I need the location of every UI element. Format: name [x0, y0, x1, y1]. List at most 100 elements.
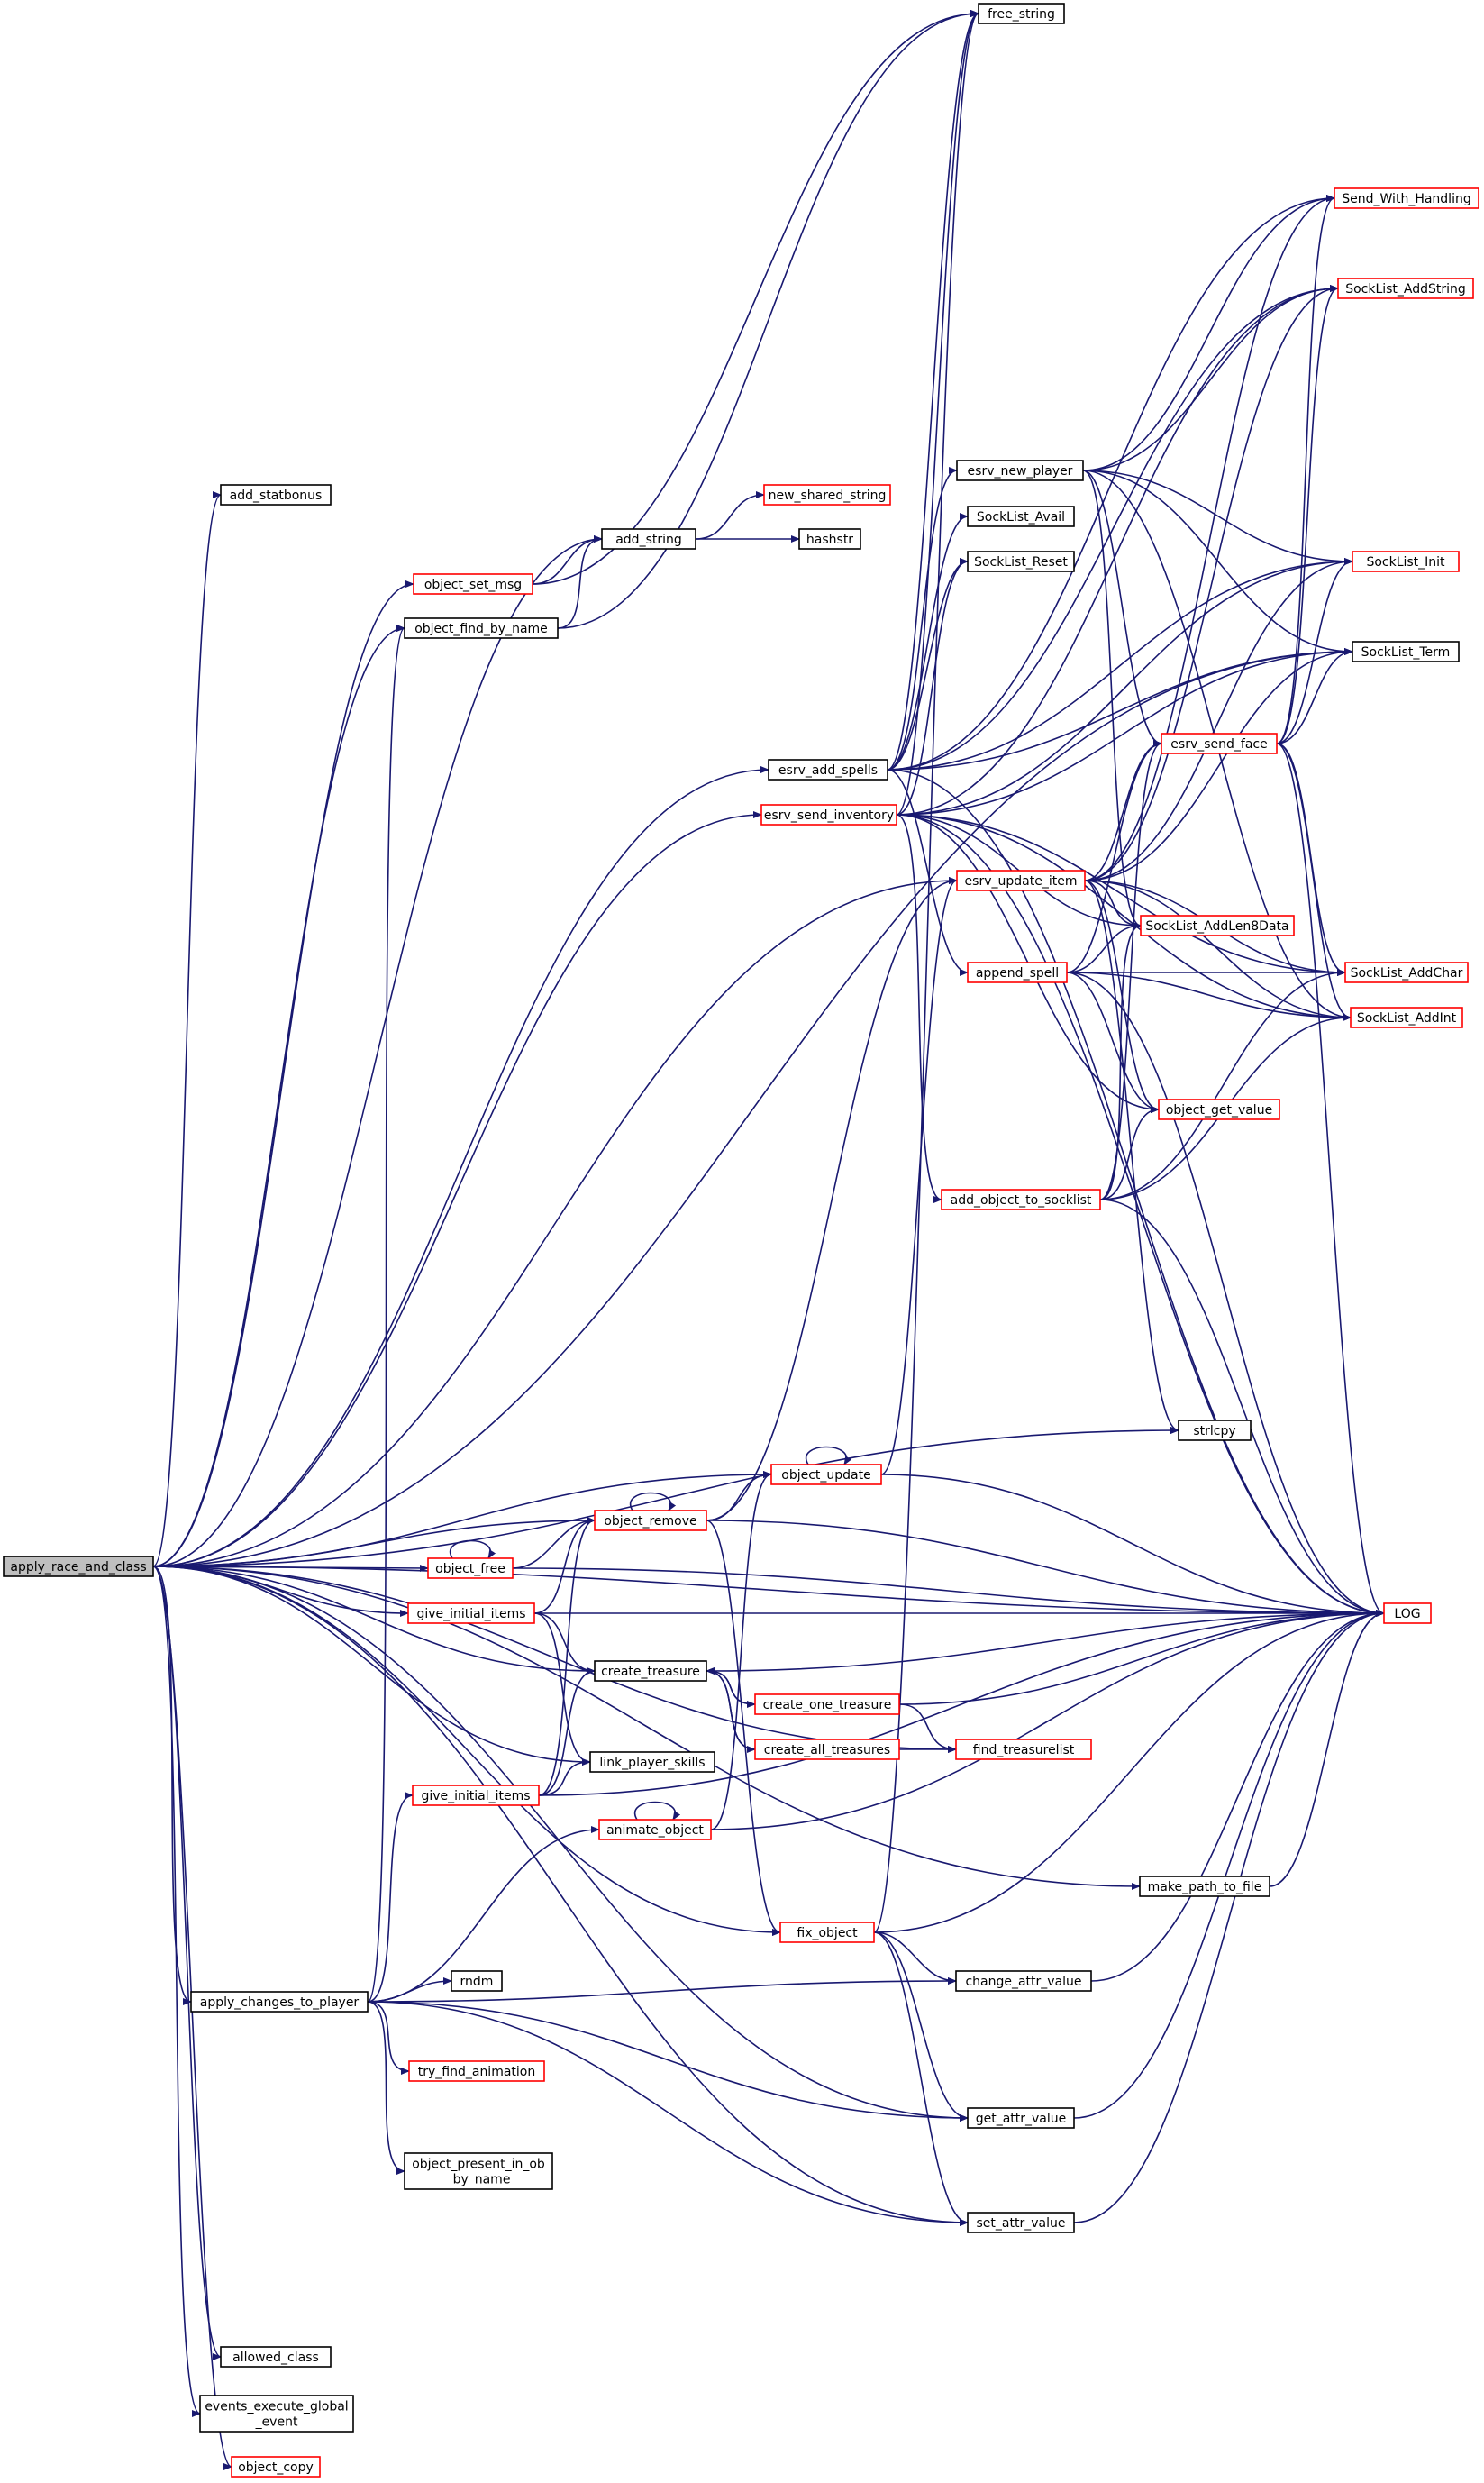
node-label: LOG [1394, 1607, 1420, 1621]
node-create-treasure[interactable]: create_treasure [594, 1660, 707, 1682]
edge-give_initial_items_1-to-object_remove [533, 1517, 596, 1614]
node-object-set-msg[interactable]: object_set_msg [413, 573, 533, 595]
edge-give_initial_items_2-to-link_player_skills [538, 1758, 591, 1796]
node-Send-With-Handling[interactable]: Send_With_Handling [1334, 187, 1479, 209]
edge-esrv_add_spells-to-SockList_Reset [887, 558, 969, 771]
node-create-one-treasure[interactable]: create_one_treasure [754, 1693, 900, 1715]
node-box [427, 1557, 514, 1579]
node-apply-changes-to-player[interactable]: apply_changes_to_player [190, 1991, 369, 2013]
node-box [231, 2456, 321, 2478]
node-box [589, 1751, 715, 1773]
node-SockList-Init[interactable]: SockList_Init [1352, 551, 1460, 572]
edge-esrv_send_inventory-to-SockList_Init [896, 558, 1353, 816]
edge-change_attr_value-to-LOG [1090, 1610, 1385, 1982]
node-esrv-new-player[interactable]: esrv_new_player [956, 460, 1084, 481]
node-label: apply_changes_to_player [200, 1995, 360, 2010]
node-object-copy[interactable]: object_copy [231, 2456, 321, 2478]
node-box [412, 1785, 540, 1806]
edge-layer [152, 10, 1385, 2470]
node-create-all-treasures[interactable]: create_all_treasures [754, 1739, 900, 1760]
node-append-spell[interactable]: append_spell [967, 962, 1068, 983]
edge-create_one_treasure-to-create_treasure [706, 1667, 756, 1705]
node-label: esrv_send_inventory [764, 808, 894, 823]
edge-apply_race_and_class-to-strlcpy [152, 1427, 1179, 1567]
edge-object_free-self-loop [449, 1539, 496, 1559]
node-fix-object[interactable]: fix_object [779, 1922, 875, 1943]
node-add-string[interactable]: add_string [601, 528, 696, 550]
node-animate-object[interactable]: animate_object [598, 1819, 712, 1840]
node-LOG[interactable]: LOG [1383, 1602, 1432, 1624]
edge-esrv_add_spells-to-SockList_Term [887, 648, 1353, 771]
node-new-shared-string[interactable]: new_shared_string [763, 484, 891, 506]
node-esrv-send-inventory[interactable]: esrv_send_inventory [760, 804, 897, 826]
node-object-update[interactable]: object_update [770, 1464, 882, 1485]
node-SockList-AddString[interactable]: SockList_AddString [1337, 278, 1474, 299]
edge-append_spell-to-LOG [1066, 972, 1385, 1617]
node-apply-race-and-class[interactable]: apply_race_and_class [3, 1556, 154, 1577]
node-label: _by_name [446, 2173, 511, 2187]
node-free-string[interactable]: free_string [978, 3, 1065, 24]
node-object-remove[interactable]: object_remove [594, 1510, 707, 1531]
node-SockList-Reset[interactable]: SockList_Reset [967, 551, 1075, 572]
edge-add_object_to_socklist-to-LOG [1099, 1199, 1385, 1617]
edge-add_string-to-new_shared_string [695, 491, 765, 540]
node-SockList-AddInt[interactable]: SockList_AddInt [1350, 1007, 1463, 1028]
node-rndm[interactable]: rndm [451, 1970, 503, 1992]
node-label: SockList_AddString [1345, 282, 1466, 297]
node-box [779, 1922, 875, 1943]
node-SockList-Term[interactable]: SockList_Term [1352, 641, 1460, 662]
edge-esrv_send_inventory-to-add_object_to_socklist [896, 814, 942, 1203]
node-set-attr-value[interactable]: set_attr_value [967, 2212, 1075, 2233]
node-box [955, 1970, 1092, 1992]
node-label: events_execute_global [205, 2400, 348, 2415]
node-events-execute-global-event[interactable]: events_execute_global_event [199, 2395, 354, 2433]
edge-object_update-self-loop [805, 1446, 852, 1465]
node-label: create_treasure [601, 1665, 700, 1679]
node-change-attr-value[interactable]: change_attr_value [955, 1970, 1092, 1992]
edge-apply_changes_to_player-to-rndm [367, 1977, 452, 2003]
node-object-present-in-ob-by-name[interactable]: object_present_in_ob_by_name [404, 2152, 553, 2190]
edge-apply_race_and_class-to-apply_changes_to_player [152, 1566, 192, 2005]
node-label: object_remove [604, 1514, 696, 1529]
node-add-object-to-socklist[interactable]: add_object_to_socklist [941, 1189, 1101, 1210]
node-SockList-AddChar[interactable]: SockList_AddChar [1344, 962, 1469, 983]
node-box [220, 2346, 332, 2368]
node-esrv-update-item[interactable]: esrv_update_item [956, 870, 1086, 891]
node-object-free[interactable]: object_free [427, 1557, 514, 1579]
edge-object_update-to-LOG [880, 1474, 1385, 1617]
node-SockList-Avail[interactable]: SockList_Avail [967, 506, 1075, 527]
edge-esrv_send_face-to-LOG [1276, 743, 1385, 1617]
edge-animate_object-self-loop [633, 1801, 681, 1821]
node-make-path-to-file[interactable]: make_path_to_file [1139, 1876, 1270, 1897]
node-try-find-animation[interactable]: try_find_animation [408, 2060, 545, 2082]
node-find-treasurelist[interactable]: find_treasurelist [955, 1739, 1092, 1760]
edge-create_one_treasure-to-find_treasurelist [898, 1703, 957, 1753]
node-box [404, 2152, 553, 2190]
node-SockList-AddLen8Data[interactable]: SockList_AddLen8Data [1140, 915, 1295, 936]
node-label: rndm [460, 1975, 494, 1989]
node-label: make_path_to_file [1148, 1880, 1262, 1894]
node-give-initial-items-1[interactable]: give_initial_items [407, 1602, 535, 1624]
node-allowed-class[interactable]: allowed_class [220, 2346, 332, 2368]
node-esrv-add-spells[interactable]: esrv_add_spells [768, 759, 888, 781]
node-add-statbonus[interactable]: add_statbonus [220, 484, 332, 506]
node-strlcpy[interactable]: strlcpy [1178, 1420, 1252, 1441]
node-esrv-send-face[interactable]: esrv_send_face [1161, 733, 1278, 754]
edge-esrv_send_inventory-to-free_string [896, 10, 979, 816]
node-hashstr[interactable]: hashstr [798, 528, 861, 550]
node-give-initial-items-2[interactable]: give_initial_items [412, 1785, 540, 1806]
node-link-player-skills[interactable]: link_player_skills [589, 1751, 715, 1773]
edge-esrv_new_player-to-SockList_Term [1082, 470, 1353, 655]
node-box [1352, 641, 1460, 662]
node-object-get-value[interactable]: object_get_value [1158, 1099, 1280, 1120]
node-label: esrv_update_item [965, 874, 1078, 889]
node-label: strlcpy [1193, 1424, 1235, 1438]
node-label: SockList_Avail [977, 510, 1065, 525]
edge-apply_race_and_class-to-add_string [152, 535, 603, 1567]
node-object-find-by-name[interactable]: object_find_by_name [404, 617, 559, 639]
node-box [754, 1693, 900, 1715]
edge-apply_race_and_class-to-allowed_class [152, 1566, 222, 2360]
node-box [1161, 733, 1278, 754]
edge-give_initial_items_2-to-LOG [538, 1610, 1385, 1796]
node-get-attr-value[interactable]: get_attr_value [967, 2107, 1075, 2129]
